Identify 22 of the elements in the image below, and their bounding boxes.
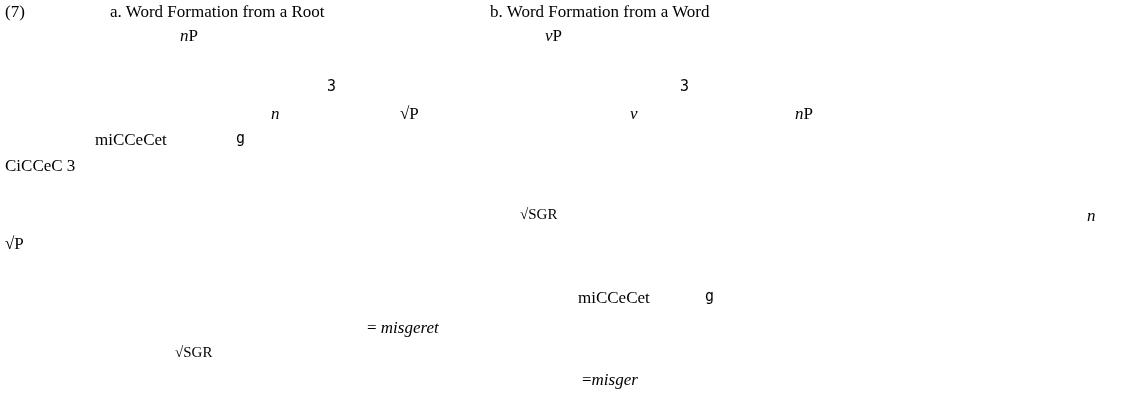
branch-glyph: 3 xyxy=(327,78,337,96)
tree-node-label: n xyxy=(271,104,280,124)
tree-node-label: vP xyxy=(545,26,562,46)
panel-heading: a. Word Formation from a Root xyxy=(110,2,325,22)
root-label: √SGR xyxy=(520,206,558,224)
root-label: √SGR xyxy=(175,344,213,362)
tree-node-label: v xyxy=(630,104,638,124)
tree-node-label: n xyxy=(1087,206,1096,226)
branch-glyph: 3 xyxy=(680,78,690,96)
branch-glyph: g xyxy=(236,130,246,148)
word-label: = misgeret xyxy=(367,318,439,338)
branch-glyph: g xyxy=(705,288,715,306)
tree-node-label: √P xyxy=(400,104,419,124)
pattern-label: miCCeCet xyxy=(95,130,167,150)
tree-node-label: nP xyxy=(795,104,813,124)
word-label: =misger xyxy=(582,370,638,390)
pattern-label: CiCCeC 3 xyxy=(5,156,76,176)
tree-node-label: √P xyxy=(5,234,24,254)
pattern-label: miCCeCet xyxy=(578,288,650,308)
panel-heading: b. Word Formation from a Word xyxy=(490,2,710,22)
example-number: (7) xyxy=(5,2,25,22)
tree-node-label: nP xyxy=(180,26,198,46)
